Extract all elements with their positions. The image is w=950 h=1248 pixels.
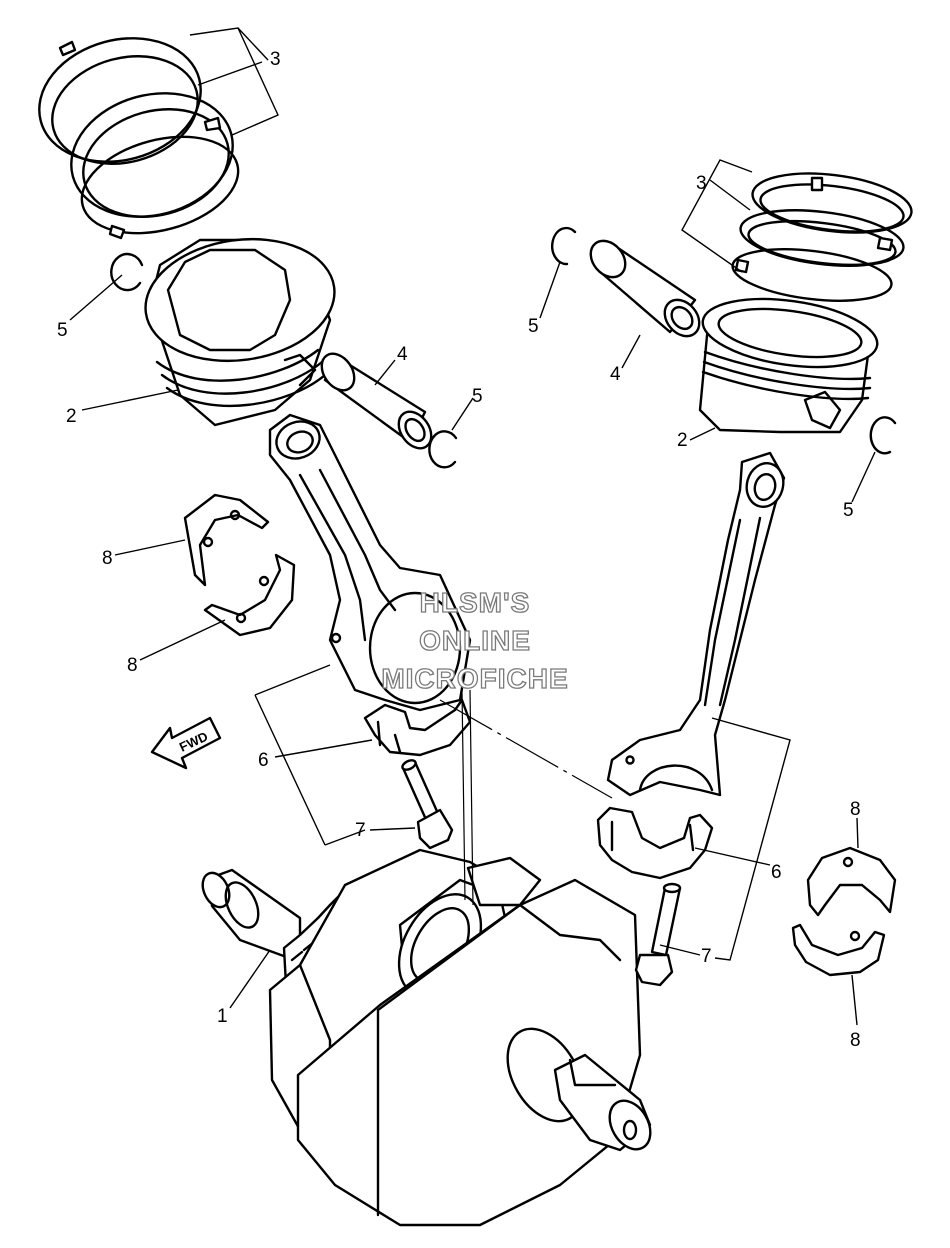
callout-8-left-bottom: 8 — [127, 655, 138, 676]
callout-1-crankshaft: 1 — [217, 1006, 228, 1027]
piston-left — [144, 237, 336, 427]
callout-4-left: 4 — [397, 344, 408, 365]
watermark-line-2: ONLINE — [419, 625, 531, 656]
callout-6-right: 6 — [771, 862, 782, 883]
leader-lines — [69, 261, 876, 1026]
rod-bolt-left — [401, 759, 454, 850]
callout-8-left-top: 8 — [102, 548, 113, 569]
rod-bolt-right — [634, 882, 682, 987]
piston-pin-left — [320, 352, 433, 450]
callout-3-right: 3 — [696, 173, 707, 194]
callout-8-right-top: 8 — [850, 799, 861, 820]
callout-4-right: 4 — [610, 364, 621, 385]
bearing-left-upper — [183, 493, 270, 587]
callout-5-right: 5 — [843, 500, 854, 521]
bearing-right-lower — [791, 923, 886, 977]
piston-pin-clip-middle — [428, 430, 458, 469]
watermark: HLSM'S ONLINE MICROFICHE — [381, 586, 569, 694]
piston-pin-clip-right — [869, 416, 897, 455]
piston-pin-clip-right-top — [551, 226, 577, 266]
callout-8-right-bottom: 8 — [850, 1030, 861, 1051]
piston-rings-right — [731, 172, 913, 302]
watermark-line-1: HLSM'S — [420, 587, 531, 618]
piston-rings-left — [38, 37, 240, 240]
callout-3-left: 3 — [270, 49, 281, 70]
callout-brackets — [189, 27, 791, 961]
connecting-rod-right — [606, 451, 786, 797]
callout-5-middle: 5 — [472, 386, 483, 407]
callout-2-left: 2 — [66, 406, 77, 427]
crankshaft — [201, 848, 652, 1227]
callout-6-left: 6 — [258, 750, 269, 771]
forward-arrow: FWD — [150, 716, 222, 770]
bearing-left-lower — [203, 553, 296, 637]
callout-7-right: 7 — [701, 946, 712, 967]
callout-labels: 3 5 2 4 5 8 8 6 7 1 3 5 4 2 5 8 6 7 8 — [57, 49, 861, 1051]
connecting-rod-left — [268, 413, 472, 712]
piston-pin-right — [589, 239, 701, 338]
callout-5-left: 5 — [57, 320, 68, 341]
callout-7-left: 7 — [355, 820, 366, 841]
piston-pin-clip-left-top — [110, 252, 144, 292]
callout-2-right: 2 — [677, 430, 688, 451]
assembly-lines — [439, 689, 613, 906]
callout-5-right-top: 5 — [528, 316, 539, 337]
rod-cap-right — [596, 806, 714, 880]
piston-right — [698, 297, 879, 434]
bearing-right-upper — [806, 846, 897, 917]
watermark-line-3: MICROFICHE — [381, 663, 568, 694]
